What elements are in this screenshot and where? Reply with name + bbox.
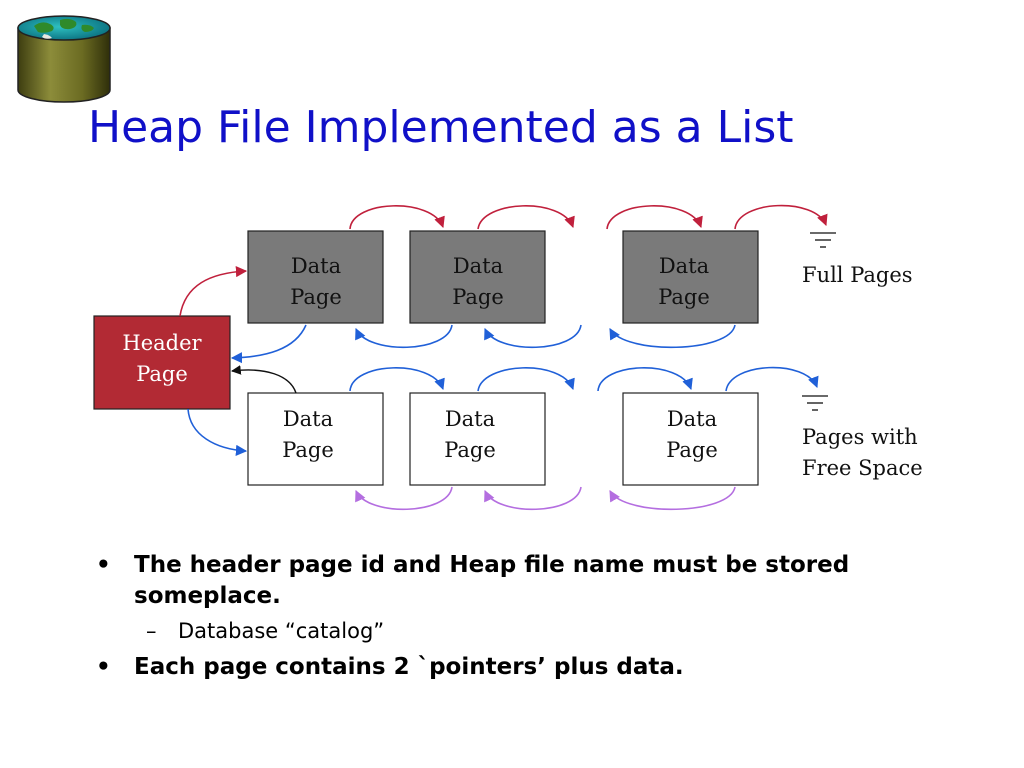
full-list-back-to-header-arrow [230,324,307,364]
database-globe-icon [17,15,111,103]
data-page-label-line2: Page [658,285,710,309]
data-page-label-line1: Data [659,254,709,278]
bullet-marker: • [96,654,111,680]
next-pointer-arrow [734,204,828,230]
bullet-item: • The header page id and Heap file name … [96,550,976,612]
header-to-free-list-arrow [187,408,248,456]
header-page-label-line2: Page [136,362,188,386]
bullet-marker: • [96,552,111,578]
prev-pointer-arrow [355,486,453,511]
sub-bullet-item: – Database “catalog” [96,616,976,646]
header-page: Header Page [93,315,231,410]
next-pointer-arrow [725,366,819,392]
free-pages-label-line1: Pages with [802,425,918,449]
full-data-page: Data Page [622,230,759,324]
full-pages-label: Full Pages [802,263,913,287]
next-pointer-arrow [349,367,445,392]
header-page-label-line1: Header [122,331,202,355]
data-page-label-line1: Data [283,407,333,431]
prev-pointer-arrow [609,324,736,349]
free-list-back-to-header-arrow [231,365,297,394]
next-pointer-arrow [606,205,703,230]
bullet-text: Each page contains 2 `pointers’ plus dat… [134,654,684,680]
full-data-page: Data Page [409,230,546,324]
prev-pointer-arrow [355,324,453,349]
prev-pointer-arrow [609,486,736,511]
ground-icon [810,232,836,248]
free-data-page: Data Page [622,392,759,486]
data-page-label-line1: Data [445,407,495,431]
free-data-page: Data Page [409,392,546,486]
next-pointer-arrow [477,205,575,230]
header-to-full-list-arrow [179,265,248,317]
free-pages-label-line2: Free Space [802,456,923,480]
data-page-label-line2: Page [452,285,504,309]
next-pointer-arrow [597,367,693,392]
data-page-label-line2: Page [444,438,496,462]
free-data-page: Data Page [247,392,384,486]
next-pointer-arrow [349,205,445,230]
bullet-item: • Each page contains 2 `pointers’ plus d… [96,652,976,683]
bullet-text: The header page id and Heap file name mu… [134,552,850,609]
ground-icon [802,395,828,411]
data-page-label-line1: Data [291,254,341,278]
slide-title: Heap File Implemented as a List [88,102,794,153]
data-page-label-line1: Data [667,407,717,431]
bullet-list: • The header page id and Heap file name … [96,550,976,687]
data-page-label-line2: Page [666,438,718,462]
sub-bullet-text: Database “catalog” [178,619,385,643]
data-page-label-line2: Page [282,438,334,462]
next-pointer-arrow [477,367,575,392]
data-page-label-line2: Page [290,285,342,309]
prev-pointer-arrow [484,324,582,349]
full-data-page: Data Page [247,230,384,324]
sub-bullet-marker: – [146,619,157,643]
heap-file-diagram: Header Page Data Page Data Page Data Pag… [93,204,923,511]
prev-pointer-arrow [484,486,582,511]
data-page-label-line1: Data [453,254,503,278]
